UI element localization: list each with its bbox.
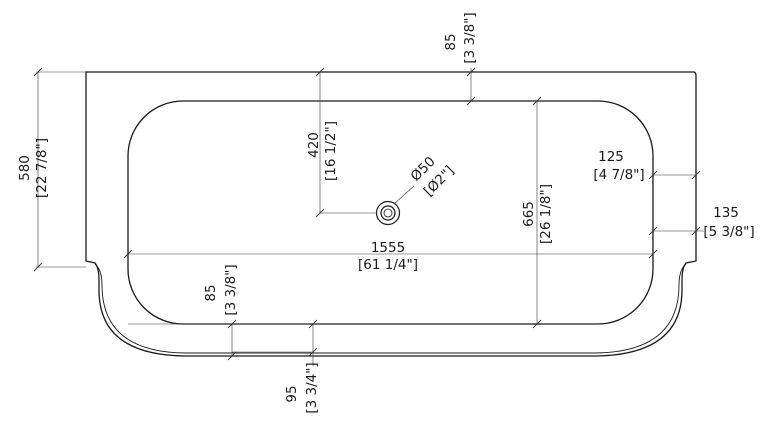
- dim-drain-offset-imperial: [16 1/2"]: [323, 121, 339, 181]
- dim-rim-side-metric: 125: [598, 149, 624, 165]
- dim-front-bulge-imperial: [3 3/4"]: [304, 362, 320, 413]
- dim-rim-front-imperial: [3 3/8"]: [223, 264, 239, 315]
- dim-overall-depth-imperial: [22 7/8"]: [34, 138, 50, 198]
- dim-side-step-metric: 135: [713, 205, 739, 221]
- basin-outline: [127, 100, 654, 325]
- dim-drain-offset-metric: 420: [306, 132, 322, 158]
- dim-basin-length-imperial: [61 1/4"]: [358, 257, 418, 273]
- dim-overall-depth-metric: 580: [17, 155, 33, 181]
- drain: [375, 200, 401, 226]
- dim-rim-front-metric: 85: [203, 284, 219, 301]
- dim-rim-back-imperial: [3 3/8"]: [462, 12, 478, 63]
- drain-hole: [383, 208, 393, 218]
- dim-rim-side-imperial: [4 7/8"]: [593, 167, 644, 183]
- tub-outer-outline: [85, 71, 697, 357]
- dim-rim-back-metric: 85: [443, 33, 459, 50]
- dim-basin-length-metric: 1555: [371, 240, 405, 256]
- dim-side-step-imperial: [5 3/8"]: [703, 224, 754, 240]
- dim-basin-width-metric: 665: [521, 201, 537, 227]
- dim-basin-width-imperial: [26 1/8"]: [538, 184, 554, 244]
- dimension-lines: [33, 67, 704, 366]
- tub-front-rim-inner: [94, 263, 687, 354]
- dim-front-bulge-metric: 95: [284, 385, 300, 402]
- drain-inner-ring: [380, 205, 396, 221]
- dimension-labels: 580 [22 7/8"] 85 [3 3/8"] 420 [16 1/2"] …: [17, 12, 755, 413]
